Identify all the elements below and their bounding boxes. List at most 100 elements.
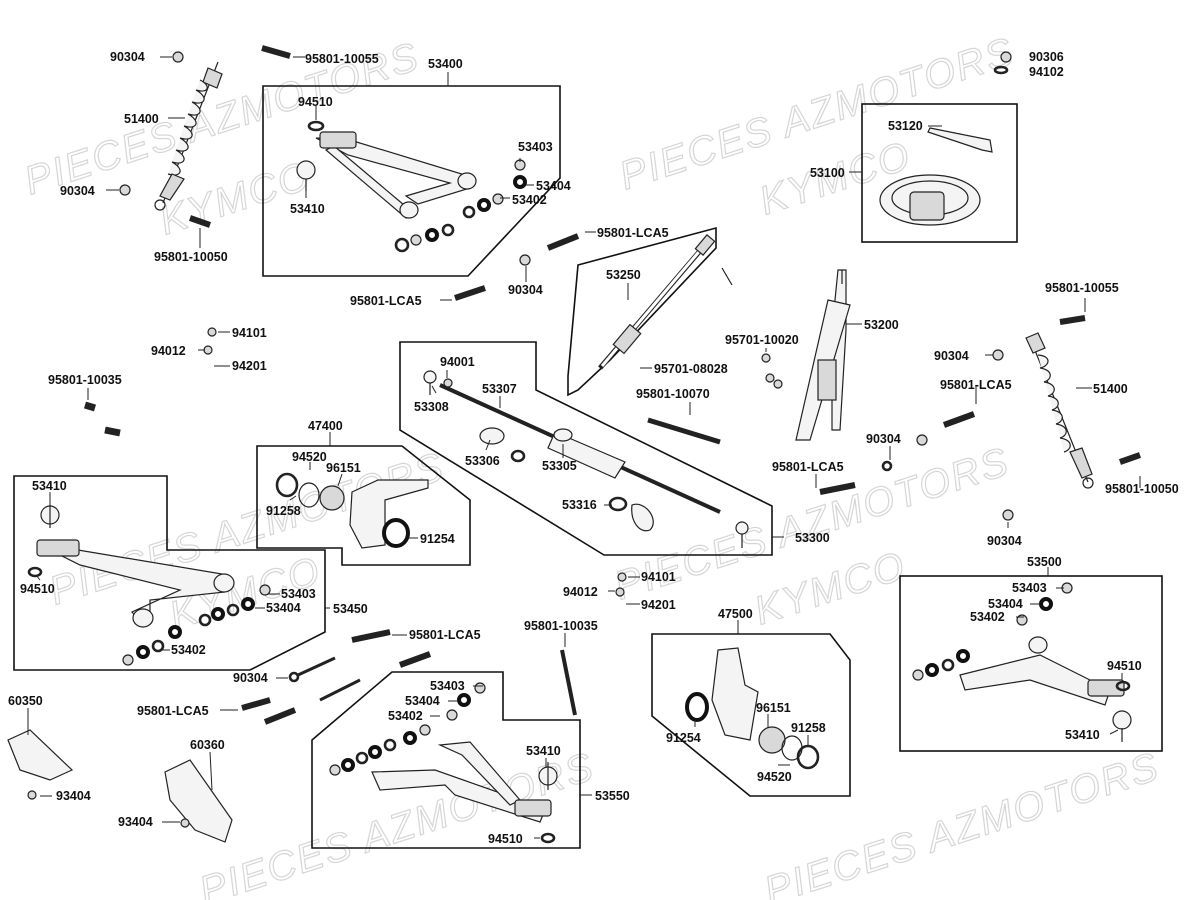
tie-rod-53300 [423,370,749,548]
part-label: 53410 [32,479,67,493]
part-label: 53500 [1027,555,1062,569]
part-label: 95801-LCA5 [409,628,481,642]
frame-steering-wheel-53100 [861,103,1018,243]
shock-absorber-left [154,61,223,211]
part-label: 90304 [60,184,95,198]
part-label: 95701-10020 [725,333,799,347]
part-label: 53305 [542,459,577,473]
part-label: 91254 [666,731,701,745]
nuts [27,51,1014,828]
part-label: 53403 [430,679,465,693]
part-label: 53550 [595,789,630,803]
part-label: 95801-10035 [48,373,122,387]
group-frames [13,85,1163,849]
part-label: 90304 [987,534,1022,548]
upper-arm-53400 [296,120,527,253]
part-label: 53402 [171,643,206,657]
part-label: 94510 [488,832,523,846]
part-label: 94510 [298,95,333,109]
part-label: 90304 [233,671,268,685]
part-label: 91258 [266,504,301,518]
watermark-text: PIECES AZMOTORS [759,744,1165,900]
part-label: 53400 [428,57,463,71]
part-label: 95801-10050 [1105,482,1179,496]
part-label: 94001 [440,355,475,369]
frame-lower-arm-53500 [899,575,1163,752]
part-label: 90304 [508,283,543,297]
frame-lower-arm-53450 [13,475,326,671]
part-label: 53402 [388,709,423,723]
lower-arm-53550 [329,682,558,844]
part-label: 53404 [988,597,1023,611]
part-label: 95801-10070 [636,387,710,401]
part-label: 96151 [756,701,791,715]
part-label: 53410 [526,744,561,758]
part-labels: 90304 95801-10055 53400 90306 94102 9451… [8,50,1179,846]
part-label: 95801-10050 [154,250,228,264]
part-label: 90304 [110,50,145,64]
part-label: 94012 [563,585,598,599]
part-label: 53316 [562,498,597,512]
part-label: 53410 [1065,728,1100,742]
part-label: 53404 [266,601,301,615]
part-label: 53410 [290,202,325,216]
part-label: 53308 [414,400,449,414]
part-label: 53250 [606,268,641,282]
knuckle-47400 [275,472,429,549]
part-label: 53404 [536,179,571,193]
part-label: 94520 [757,770,792,784]
lower-arm-53450 [27,505,271,666]
part-label: 94102 [1029,65,1064,79]
lower-arm-53500 [912,582,1132,742]
part-label: 90304 [866,432,901,446]
frame-knuckle-47400 [256,445,471,566]
part-label: 94510 [20,582,55,596]
part-label: 53307 [482,382,517,396]
part-label: 53450 [333,602,368,616]
knuckle-47500 [685,647,820,770]
steering-wheel-53100 [879,127,993,226]
part-label: 95801-10055 [305,52,379,66]
part-label: 60360 [190,738,225,752]
shock-absorber-right [1025,332,1094,489]
leader-lines [27,56,1141,839]
part-drawings [7,45,1141,844]
frame-upper-arm-53400 [262,85,561,277]
part-label: 53200 [864,318,899,332]
part-label: 53120 [888,119,923,133]
frame-lower-arm-53550 [311,671,581,849]
part-label: 94012 [151,344,186,358]
part-label: 95801-10055 [1045,281,1119,295]
part-label: 95801-LCA5 [350,294,422,308]
steering-shaft-53250 [598,234,733,370]
steering-column-53200 [795,269,851,441]
part-label: 91254 [420,532,455,546]
part-label: 93404 [56,789,91,803]
part-label: 53403 [518,140,553,154]
part-label: 91258 [791,721,826,735]
part-label: 53404 [405,694,440,708]
part-label: 94520 [292,450,327,464]
part-label: 95801-LCA5 [772,460,844,474]
part-label: 95801-LCA5 [940,378,1012,392]
part-label: 47500 [718,607,753,621]
part-label: 90306 [1029,50,1064,64]
part-label: 53403 [1012,581,1047,595]
part-label: 93404 [118,815,153,829]
part-label: 95801-LCA5 [597,226,669,240]
frame-knuckle-47500 [651,633,851,797]
part-label: 53402 [970,610,1005,624]
part-label: 47400 [308,419,343,433]
part-label: 51400 [124,112,159,126]
part-label: 96151 [326,461,361,475]
part-label: 94201 [641,598,676,612]
part-label: 90304 [934,349,969,363]
frame-steering-shaft-53250 [567,226,717,397]
part-label: 95701-08028 [654,362,728,376]
part-label: 53300 [795,531,830,545]
part-label: 53402 [512,193,547,207]
part-label: 53100 [810,166,845,180]
part-label: 94101 [232,326,267,340]
part-label: 51400 [1093,382,1128,396]
